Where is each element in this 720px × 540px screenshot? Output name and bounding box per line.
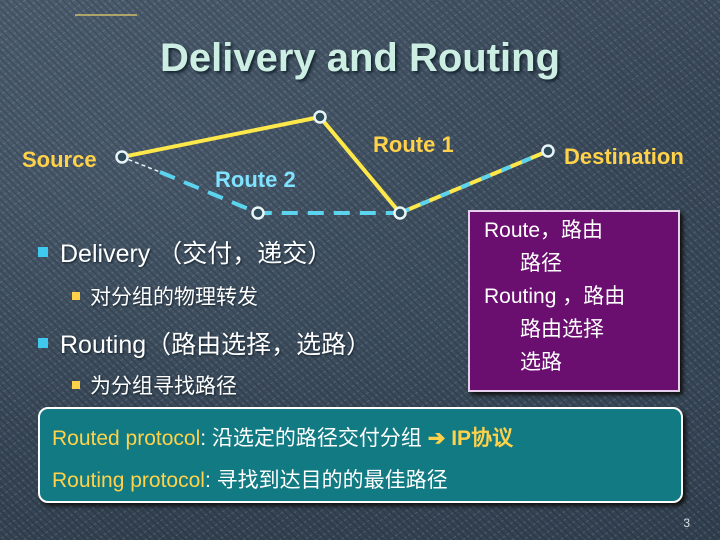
- routing-protocol-term: Routing protocol: [52, 469, 205, 492]
- right-arrow-icon: ➔: [427, 427, 446, 450]
- destination-label: Destination: [564, 144, 684, 169]
- sub-bullet-delivery-text: 对分组的物理转发: [90, 286, 258, 309]
- route1-path: [121, 114, 549, 216]
- route1-label: Route 1: [373, 132, 454, 157]
- sub-bullet-routing-text: 为分组寻找路径: [90, 375, 237, 398]
- page-title: Delivery and Routing: [159, 36, 561, 80]
- router-node-bottom-left: [251, 206, 265, 220]
- bullet-square-icon: [38, 247, 48, 258]
- bullet-delivery-text: Delivery （交付，递交）: [60, 240, 333, 268]
- router-node-bottom-right: [393, 206, 407, 220]
- definition-line-route-selection: 路由选择: [520, 318, 604, 341]
- sub-bullet-routing: 为分组寻找路径: [72, 370, 237, 400]
- ip-protocol-text: IP协议: [445, 427, 514, 450]
- routed-protocol-term: Routed protocol: [52, 427, 201, 450]
- routing-protocol-desc: : 寻找到达目的的最佳路径: [204, 469, 448, 492]
- header-accent-line: [75, 14, 137, 16]
- bullet-delivery: Delivery （交付，递交）: [38, 234, 332, 270]
- sub-bullet-square-icon: [72, 381, 80, 390]
- bullet-routing: Routing（路由选择，选路）: [38, 325, 371, 361]
- source-label: Source: [22, 147, 97, 172]
- sub-bullet-delivery: 对分组的物理转发: [72, 281, 258, 311]
- protocol-box: Routed protocol: 沿选定的路径交付分组 ➔ IP协议 Routi…: [38, 407, 683, 503]
- router-node-top: [313, 110, 327, 124]
- definition-line-route: Route，路由: [484, 219, 604, 242]
- route2-label: Route 2: [215, 167, 296, 192]
- bullet-routing-text: Routing（路由选择，选路）: [60, 331, 372, 359]
- bullet-square-icon: [38, 338, 48, 349]
- definition-line-select-path: 选路: [520, 351, 562, 374]
- definition-line-path: 路径: [520, 252, 562, 275]
- route-shared-dash: [399, 149, 549, 215]
- routed-protocol-row: Routed protocol: 沿选定的路径交付分组 ➔ IP协议: [52, 422, 513, 452]
- page-number: 3: [683, 516, 690, 530]
- definitions-box: Route，路由 路径 Routing ，路由 路由选择 选路: [468, 210, 680, 392]
- routed-protocol-desc: : 沿选定的路径交付分组: [200, 427, 422, 450]
- routing-protocol-row: Routing protocol: 寻找到达目的的最佳路径: [52, 464, 448, 494]
- destination-node: [541, 144, 555, 158]
- definition-line-routing: Routing ，路由: [484, 285, 626, 308]
- sub-bullet-square-icon: [72, 292, 80, 301]
- source-node: [115, 150, 129, 164]
